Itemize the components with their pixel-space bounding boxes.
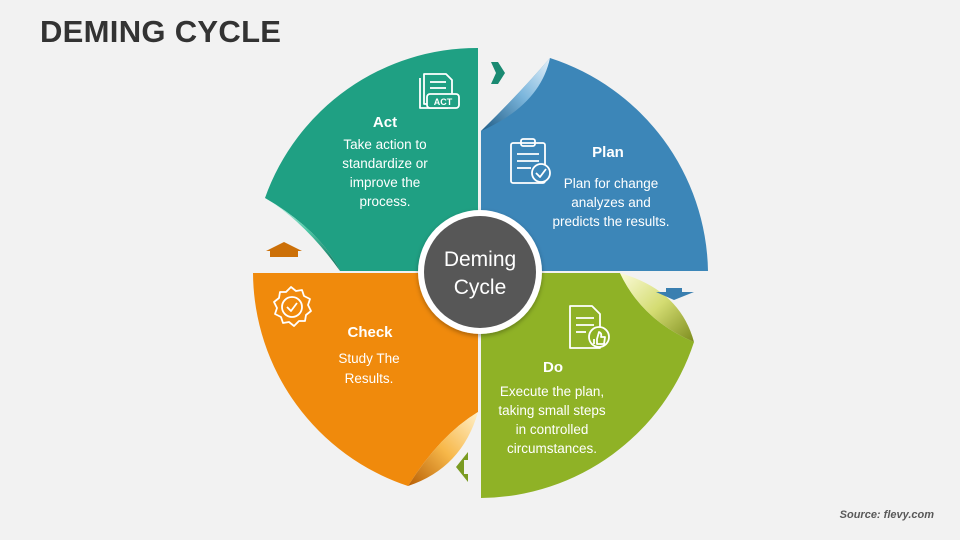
arrow-act-to-plan-icon xyxy=(491,62,505,84)
do-title: Do xyxy=(543,359,563,376)
arrow-plan-to-do-icon xyxy=(656,288,694,300)
check-segment-shape xyxy=(253,273,478,486)
do-text-line-1: Execute the plan, xyxy=(500,384,604,399)
act-text-line-3: improve the xyxy=(350,175,421,190)
do-segment-shape xyxy=(481,273,694,498)
act-document-icon: ACT xyxy=(419,73,460,109)
check-title: Check xyxy=(347,324,393,341)
center-title-line-1: Deming xyxy=(444,248,516,271)
act-text-line-4: process. xyxy=(359,194,410,209)
plan-title: Plan xyxy=(592,144,624,161)
center-title-line-2: Cycle xyxy=(454,276,507,299)
plan-text-line-2: analyzes and xyxy=(571,195,651,210)
plan-segment-shape xyxy=(481,58,708,271)
act-text-line-1: Take action to xyxy=(343,137,426,152)
arrow-check-to-act-icon xyxy=(266,242,302,257)
do-text-line-4: circumstances. xyxy=(507,441,597,456)
do-segment: Do Execute the plan, taking small steps … xyxy=(481,273,694,498)
check-text-line-2: Results. xyxy=(345,371,394,386)
clipboard-check-icon xyxy=(510,138,551,184)
document-thumbs-up-icon xyxy=(569,305,610,349)
do-page-curl xyxy=(620,273,694,342)
check-text-line-1: Study The xyxy=(338,351,399,366)
act-segment: Act Take action to standardize or improv… xyxy=(265,47,478,271)
badge-check-icon xyxy=(273,286,312,327)
plan-text-line-1: Plan for change xyxy=(564,176,659,191)
center-hub: Deming Cycle xyxy=(418,210,542,334)
act-text-line-2: standardize or xyxy=(342,156,428,171)
page-title: DEMING CYCLE xyxy=(40,14,282,49)
arrow-do-to-check-icon xyxy=(456,452,468,482)
check-page-curl xyxy=(408,412,478,486)
do-text-line-2: taking small steps xyxy=(498,403,606,418)
source-credit: Source: flevy.com xyxy=(839,509,934,521)
plan-segment: Plan Plan for change analyzes and predic… xyxy=(481,58,708,271)
do-text-line-3: in controlled xyxy=(516,422,589,437)
plan-text-line-3: predicts the results. xyxy=(552,214,669,229)
check-segment: Check Study The Results. xyxy=(253,273,478,486)
act-title: Act xyxy=(373,114,397,131)
act-icon-label: ACT xyxy=(434,97,453,107)
